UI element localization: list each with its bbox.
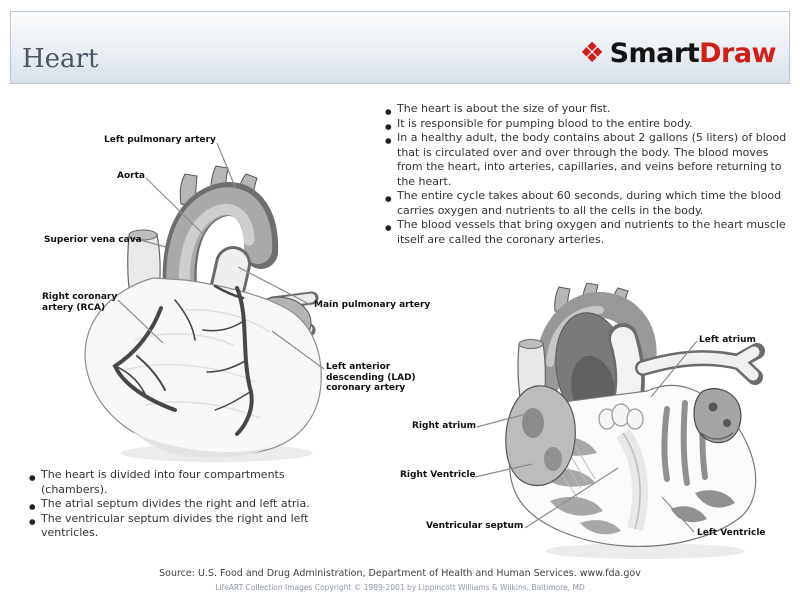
label-right-ventricle: Right Ventricle xyxy=(400,470,476,480)
logo-text-draw: Draw xyxy=(699,37,776,69)
chamber-facts-list: The heart is divided into four compartme… xyxy=(29,468,310,541)
fact-item: The ventricular septum divides the right… xyxy=(29,512,310,541)
label-lad-coronary-artery: Left anterior descending (LAD) coronary … xyxy=(326,362,416,393)
label-left-pulmonary-artery: Left pulmonary artery xyxy=(104,135,216,145)
label-ventricular-septum: Ventricular septum xyxy=(426,521,524,531)
right-heart-illustration xyxy=(505,283,765,559)
label-right-atrium: Right atrium xyxy=(412,421,476,431)
copyright-notice: LifeART Collection Images Copyright © 19… xyxy=(215,583,585,592)
fact-item: The heart is divided into four compartme… xyxy=(29,468,310,497)
fact-item: The entire cycle takes about 60 seconds,… xyxy=(385,189,789,218)
source-attribution: Source: U.S. Food and Drug Administratio… xyxy=(159,568,641,579)
page-title: Heart xyxy=(22,44,99,74)
label-right-coronary-artery: Right coronary artery (RCA) xyxy=(42,292,118,313)
label-aorta: Aorta xyxy=(117,171,145,181)
smartdraw-diamond-icon: ❖ xyxy=(579,36,605,69)
fact-item: It is responsible for pumping blood to t… xyxy=(385,117,789,134)
label-main-pulmonary-artery: Main pulmonary artery xyxy=(314,300,431,310)
label-superior-vena-cava: Superior vena cava xyxy=(44,235,142,245)
logo-text-smart: Smart xyxy=(609,37,700,69)
header-bar: Heart ❖ SmartDraw xyxy=(10,11,790,84)
label-left-ventricle: Left Ventricle xyxy=(697,528,766,538)
fact-item: The blood vessels that bring oxygen and … xyxy=(385,218,789,247)
smartdraw-logo: ❖ SmartDraw xyxy=(579,39,776,67)
fact-item: In a healthy adult, the body contains ab… xyxy=(385,131,789,189)
intro-facts-list: The heart is about the size of your fist… xyxy=(385,102,789,247)
label-left-atrium: Left atrium xyxy=(699,335,756,345)
fact-item: The atrial septum divides the right and … xyxy=(29,497,310,514)
fact-item: The heart is about the size of your fist… xyxy=(385,102,789,119)
